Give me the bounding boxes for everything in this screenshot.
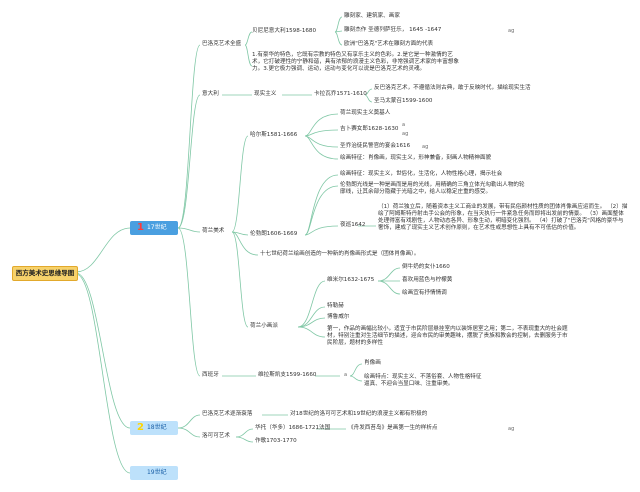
- node-hals[interactable]: 哈尔斯1581-1666: [250, 132, 298, 138]
- node-rembrandt[interactable]: 伦勃朗1606-1669: [250, 231, 298, 237]
- node-caravaggio-work[interactable]: 圣马太蒙召1599-1600: [374, 98, 433, 104]
- node-bernini-masterpiece[interactable]: 雕刻杰作 圣德列萨狂乐， 1645 -1647: [344, 27, 442, 33]
- node-dutch-little-masters[interactable]: 荷兰小画派: [250, 323, 278, 329]
- connector-baroque-bernini: [244, 31, 253, 46]
- node-bernini-representative[interactable]: 欧洲"巴洛克"艺术在雕刻方面的代表: [344, 41, 434, 47]
- node-vermeer[interactable]: 维米尔1632-1675: [327, 277, 375, 283]
- connector-17-baroque: [177, 44, 201, 229]
- attachment-icon: a: [402, 122, 406, 128]
- attachment-icon: ag: [508, 28, 515, 34]
- node-baroque-decline[interactable]: 巴洛克艺术逐渐衰落: [202, 411, 253, 417]
- connector-17-spain: [177, 227, 201, 377]
- connector-root-17: [75, 227, 131, 273]
- century-label-17: 17世纪: [146, 224, 167, 231]
- node-baroque[interactable]: 巴洛克艺术全盛: [202, 41, 242, 47]
- node-hals-features[interactable]: 绘画特征：肖像画，现实主义，形神兼备，刻画人物精神面貌: [340, 155, 492, 161]
- century-label-18: 18世纪: [146, 424, 167, 431]
- attachment-icon: a: [344, 372, 348, 378]
- connector-17-italy: [177, 94, 201, 229]
- connector-17-netherlands: [177, 227, 201, 233]
- node-velazquez[interactable]: 维拉斯凯支1599-1660: [258, 372, 317, 378]
- node-little-masters-features[interactable]: 第一，作品的画幅比较小，适宜于市民阶层悬挂室内以装饰居室之用；第二，不表现重大的…: [327, 326, 568, 346]
- node-spain[interactable]: 西班牙: [202, 372, 219, 378]
- node-baroque-influence[interactable]: 对18世纪的洛可可艺术和19世纪的浪漫主义都有积极的: [290, 411, 428, 417]
- node-brouwer[interactable]: 博鲁威尔: [327, 314, 350, 320]
- node-bernini-roles[interactable]: 雕刻家、建筑家、画家: [344, 13, 400, 19]
- century-number-18: 2: [137, 422, 144, 433]
- node-group-portrait-note[interactable]: 十七世纪荷兰绘画创造的一种新的肖像画形式是（团体肖像画）。: [260, 251, 420, 257]
- attachment-icon: ag: [508, 426, 515, 432]
- node-night-watch[interactable]: 夜巡1642: [340, 222, 366, 228]
- node-caravaggio-style[interactable]: 反巴洛克艺术，不遵循法则古典，敢于反映时代，描绘现实生活: [374, 85, 531, 91]
- node-velazquez-features[interactable]: 绘画特点：现实主义、不落俗套、人物性格特征逼真、不迎合当显口味、注重审美。: [364, 374, 482, 387]
- node-rembrandt-features[interactable]: 绘画特征：现实主义，世俗化，生活化，人物性格心理，揭示社会: [340, 171, 503, 177]
- node-vermeer-milkmaid[interactable]: 倒牛奶的女仆1660: [402, 264, 450, 270]
- attachment-icon: ag: [402, 131, 409, 137]
- node-watteau-work[interactable]: 《舟发西苔岛》是画第一生的样析点: [348, 425, 438, 431]
- node-hals-banquet[interactable]: 圣乔治徒民警官的宴会1616: [340, 143, 411, 149]
- node-rococo-art[interactable]: 洛可可艺术: [202, 433, 230, 439]
- node-vermeer-lyrical[interactable]: 绘画宜有抒情情调: [402, 290, 447, 296]
- node-rembrandt-light[interactable]: 伦勃朗光线是一种是画而是用的光线，用精确的三角立体光勾勒出人物的轮廓线，让其余部…: [340, 182, 525, 195]
- node-watteau[interactable]: 华托（华多）1686-1721法国: [255, 425, 331, 431]
- century-number-17: 1: [137, 222, 144, 233]
- node-night-watch-analysis[interactable]: （1）荷兰独立后，随着资本主义工商业的发展，带有民俗颜材性质的团体肖像画应运而生…: [378, 204, 628, 231]
- root-node[interactable]: 西方美术史思维导图: [12, 266, 78, 281]
- node-vermeer-colors[interactable]: 喜欢用蓝色与柠檬黄: [402, 277, 453, 283]
- connector-bernini-roles: [334, 16, 343, 33]
- century-number-19: 3: [137, 467, 144, 478]
- node-hals-founder[interactable]: 荷兰现实主义奠基人: [340, 110, 391, 116]
- node-caravaggio[interactable]: 卡拉瓦乔1571-1610: [314, 91, 367, 97]
- node-ter-borch[interactable]: 特勒赫: [327, 303, 344, 309]
- node-baroque-features[interactable]: 1.有豪华的特色，它既有宗教的特色又有享乐主义的色彩。2.是它是一种激情的艺术，…: [252, 52, 459, 72]
- node-velazquez-portrait[interactable]: 肖像画: [364, 360, 381, 366]
- node-italy[interactable]: 意大利: [202, 91, 219, 97]
- connector-baroque-desc: [244, 44, 253, 67]
- node-rococo-works[interactable]: 作歌1703-1770: [255, 438, 297, 444]
- connector-root-19: [75, 273, 131, 474]
- attachment-icon: ag: [422, 144, 429, 150]
- node-netherlands[interactable]: 荷兰美术: [202, 228, 225, 234]
- node-bernini[interactable]: 贝尼尼意大利1598-1680: [252, 28, 317, 34]
- connector-root-18: [75, 272, 131, 429]
- node-italy-realism[interactable]: 现实主义: [254, 91, 277, 97]
- node-hals-gypsy-girl[interactable]: 吉卜赛女郎1628-1630: [340, 126, 399, 132]
- century-label-19: 19世纪: [146, 469, 167, 476]
